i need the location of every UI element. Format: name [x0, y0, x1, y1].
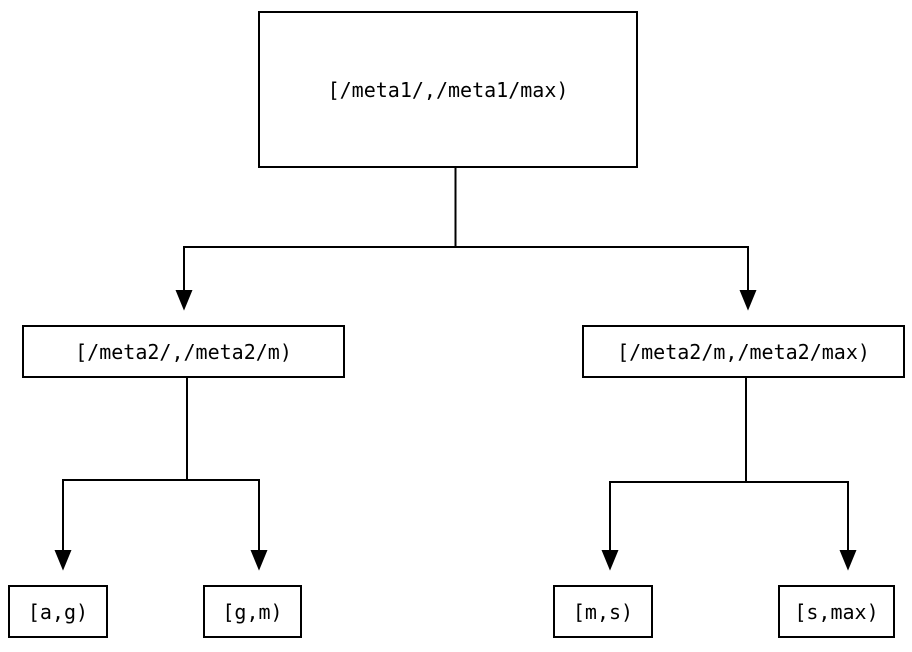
- tree-node-meta2-right: [/meta2/m,/meta2/max): [582, 325, 905, 378]
- connector-midleft-to-leaves: [54, 378, 268, 571]
- arrowhead-leaf-ag: [54, 550, 72, 571]
- arrowhead-leaf-smax: [839, 550, 857, 571]
- arrowhead-leaf-ms: [601, 550, 619, 571]
- connector-root-to-level2: [175, 168, 757, 311]
- arrowhead-mid-right: [739, 290, 757, 311]
- tree-leaf-a-g: [a,g): [8, 585, 108, 638]
- tree-leaf-g-m: [g,m): [203, 585, 302, 638]
- tree-node-root: [/meta1/,/meta1/max): [258, 11, 638, 168]
- arrowhead-leaf-gm: [250, 550, 268, 571]
- connector-midright-to-leaves: [601, 378, 857, 571]
- tree-leaf-s-max: [s,max): [778, 585, 895, 638]
- tree-node-meta2-left: [/meta2/,/meta2/m): [22, 325, 345, 378]
- tree-leaf-m-s: [m,s): [553, 585, 653, 638]
- arrowhead-mid-left: [175, 290, 193, 311]
